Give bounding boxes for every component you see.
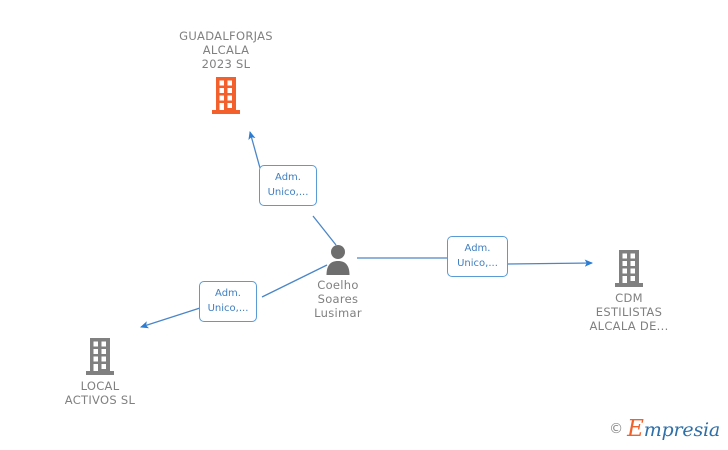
node-local-activos[interactable]: LOCAL ACTIVOS SL [25,336,175,407]
edge-person-guadalforjas[interactable] [248,130,337,246]
person-icon [263,243,413,275]
edge-person-local[interactable] [140,264,328,329]
node-guadalforjas[interactable]: GUADALFORJAS ALCALA 2023 SL [151,29,301,115]
edge-label-person-local[interactable]: Adm. Unico,... [199,281,257,322]
edge-label-person-cdm[interactable]: Adm. Unico,... [447,236,508,277]
node-person-label: Coelho Soares Lusimar [314,278,362,320]
empresia-watermark: © Empresia [609,416,720,442]
node-local-activos-label: LOCAL ACTIVOS SL [64,379,136,407]
node-cdm-label: CDM ESTILISTAS ALCALA DE... [589,291,669,333]
brand-rest: mpresia [643,419,720,441]
node-coelho-soares-lusimar[interactable]: Coelho Soares Lusimar [263,243,413,320]
edge-label-person-guadalforjas[interactable]: Adm. Unico,... [259,165,317,206]
building-icon [151,75,301,115]
copyright-icon: © [609,421,624,437]
building-icon [554,248,704,288]
brand-wordmark: Empresia [627,416,720,442]
building-icon [25,336,175,376]
node-guadalforjas-label: GUADALFORJAS ALCALA 2023 SL [179,29,273,71]
brand-initial: E [627,416,644,442]
edge-person-cdm[interactable] [357,257,594,267]
node-cdm-estilistas[interactable]: CDM ESTILISTAS ALCALA DE... [554,248,704,333]
